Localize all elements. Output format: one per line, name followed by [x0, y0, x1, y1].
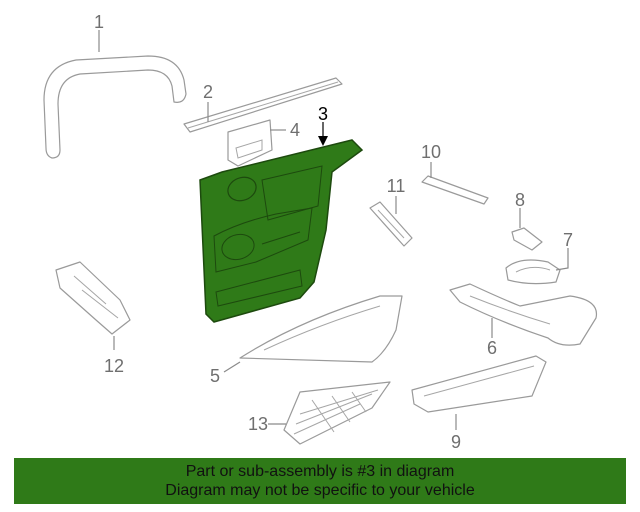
- callout-8[interactable]: 8: [515, 190, 525, 210]
- callout-10[interactable]: 10: [421, 142, 441, 162]
- part-1-molding[interactable]: [43, 55, 187, 159]
- part-12-window-switch[interactable]: [55, 261, 131, 335]
- callout-13[interactable]: 13: [248, 414, 268, 434]
- part-7-door-handle[interactable]: [505, 259, 561, 285]
- notice-line-2: Diagram may not be specific to your vehi…: [165, 482, 475, 499]
- part-8-clip[interactable]: [511, 227, 543, 251]
- callout-2[interactable]: 2: [203, 82, 213, 102]
- part-2-belt-strip[interactable]: [183, 77, 343, 133]
- part-6-armrest-assembly[interactable]: [449, 283, 598, 346]
- notice-banner: Part or sub-assembly is #3 in diagram Di…: [14, 458, 626, 504]
- callout-5[interactable]: 5: [210, 366, 220, 386]
- callout-6[interactable]: 6: [487, 338, 497, 358]
- leader-7: [555, 248, 569, 271]
- part-5-lower-trim[interactable]: [239, 295, 403, 363]
- callout-9[interactable]: 9: [451, 432, 461, 452]
- part-10-armrest-pad[interactable]: [421, 175, 489, 205]
- parts-diagram: 1 2 4 3 10 11 8: [43, 12, 598, 452]
- part-3-door-trim-panel[interactable]: [199, 139, 364, 323]
- part-9-pocket-trim[interactable]: [411, 355, 547, 413]
- notice-line-1: Part or sub-assembly is #3 in diagram: [185, 463, 455, 480]
- part-4-bracket[interactable]: [227, 119, 273, 167]
- leader-5: [223, 361, 241, 373]
- callout-4[interactable]: 4: [290, 120, 300, 140]
- callout-12[interactable]: 12: [104, 356, 124, 376]
- part-11-switch-bezel[interactable]: [369, 201, 413, 247]
- part-13-speaker-grille[interactable]: [283, 381, 391, 445]
- callout-7[interactable]: 7: [563, 230, 573, 250]
- leader-3-arrow: [318, 136, 328, 146]
- callout-3[interactable]: 3: [318, 104, 328, 124]
- callout-1[interactable]: 1: [94, 12, 104, 32]
- callout-11[interactable]: 11: [387, 176, 406, 196]
